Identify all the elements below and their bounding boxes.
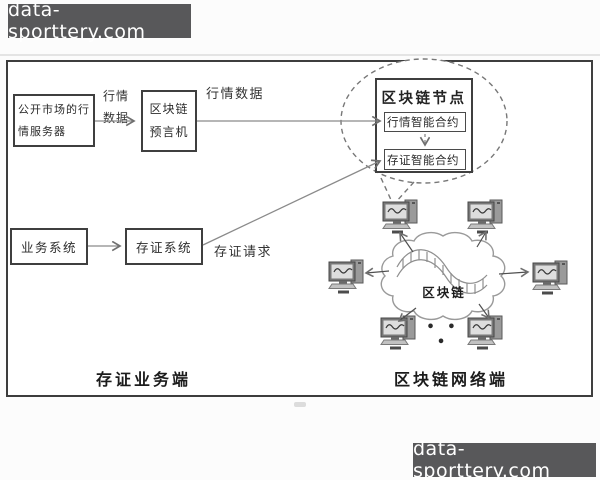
- more-nodes-ellipsis: • • •: [426, 320, 460, 350]
- evidence-smart-contract-box: 存证智能合约: [384, 149, 466, 170]
- right-section-label: 区块链网络端: [394, 370, 509, 389]
- left-section-label: 存证业务端: [96, 370, 192, 389]
- oracle-label: 区块链预言机: [149, 102, 189, 139]
- evidence-request-label: 存证请求: [214, 245, 273, 260]
- blockchain-node-title: 区块链节点: [381, 91, 467, 107]
- market-data-label-1: 行情数据: [102, 89, 129, 125]
- cloud-blockchain-label: 区块链: [422, 285, 466, 300]
- watermark-bottom-right: data-sporttery.com: [413, 438, 596, 480]
- watermark-text: data-sporttery.com: [413, 438, 551, 480]
- market-data-label-2: 行情数据: [206, 87, 265, 102]
- watermark-top-left: data-sporttery.com: [8, 0, 191, 43]
- business-system-box: 业务系统: [10, 228, 88, 265]
- market-server-box: 公开市场的行情服务器: [13, 94, 95, 147]
- market-smart-contract-box: 行情智能合约: [384, 112, 466, 132]
- market-smart-contract-label: 行情智能合约: [387, 115, 459, 129]
- business-system-label: 业务系统: [20, 240, 77, 255]
- evidence-system-box: 存证系统: [125, 228, 203, 265]
- evidence-smart-contract-label: 存证智能合约: [387, 152, 459, 167]
- market-server-label: 公开市场的行情服务器: [18, 102, 90, 138]
- blockchain-node-box: 区块链节点 行情智能合约 存证智能合约: [375, 78, 473, 173]
- watermark-text: data-sporttery.com: [8, 0, 146, 43]
- oracle-box: 区块链预言机: [141, 90, 197, 152]
- scan-artifact-smudge: [294, 402, 306, 407]
- evidence-system-label: 存证系统: [135, 240, 192, 255]
- scan-artifact-line: [0, 54, 600, 56]
